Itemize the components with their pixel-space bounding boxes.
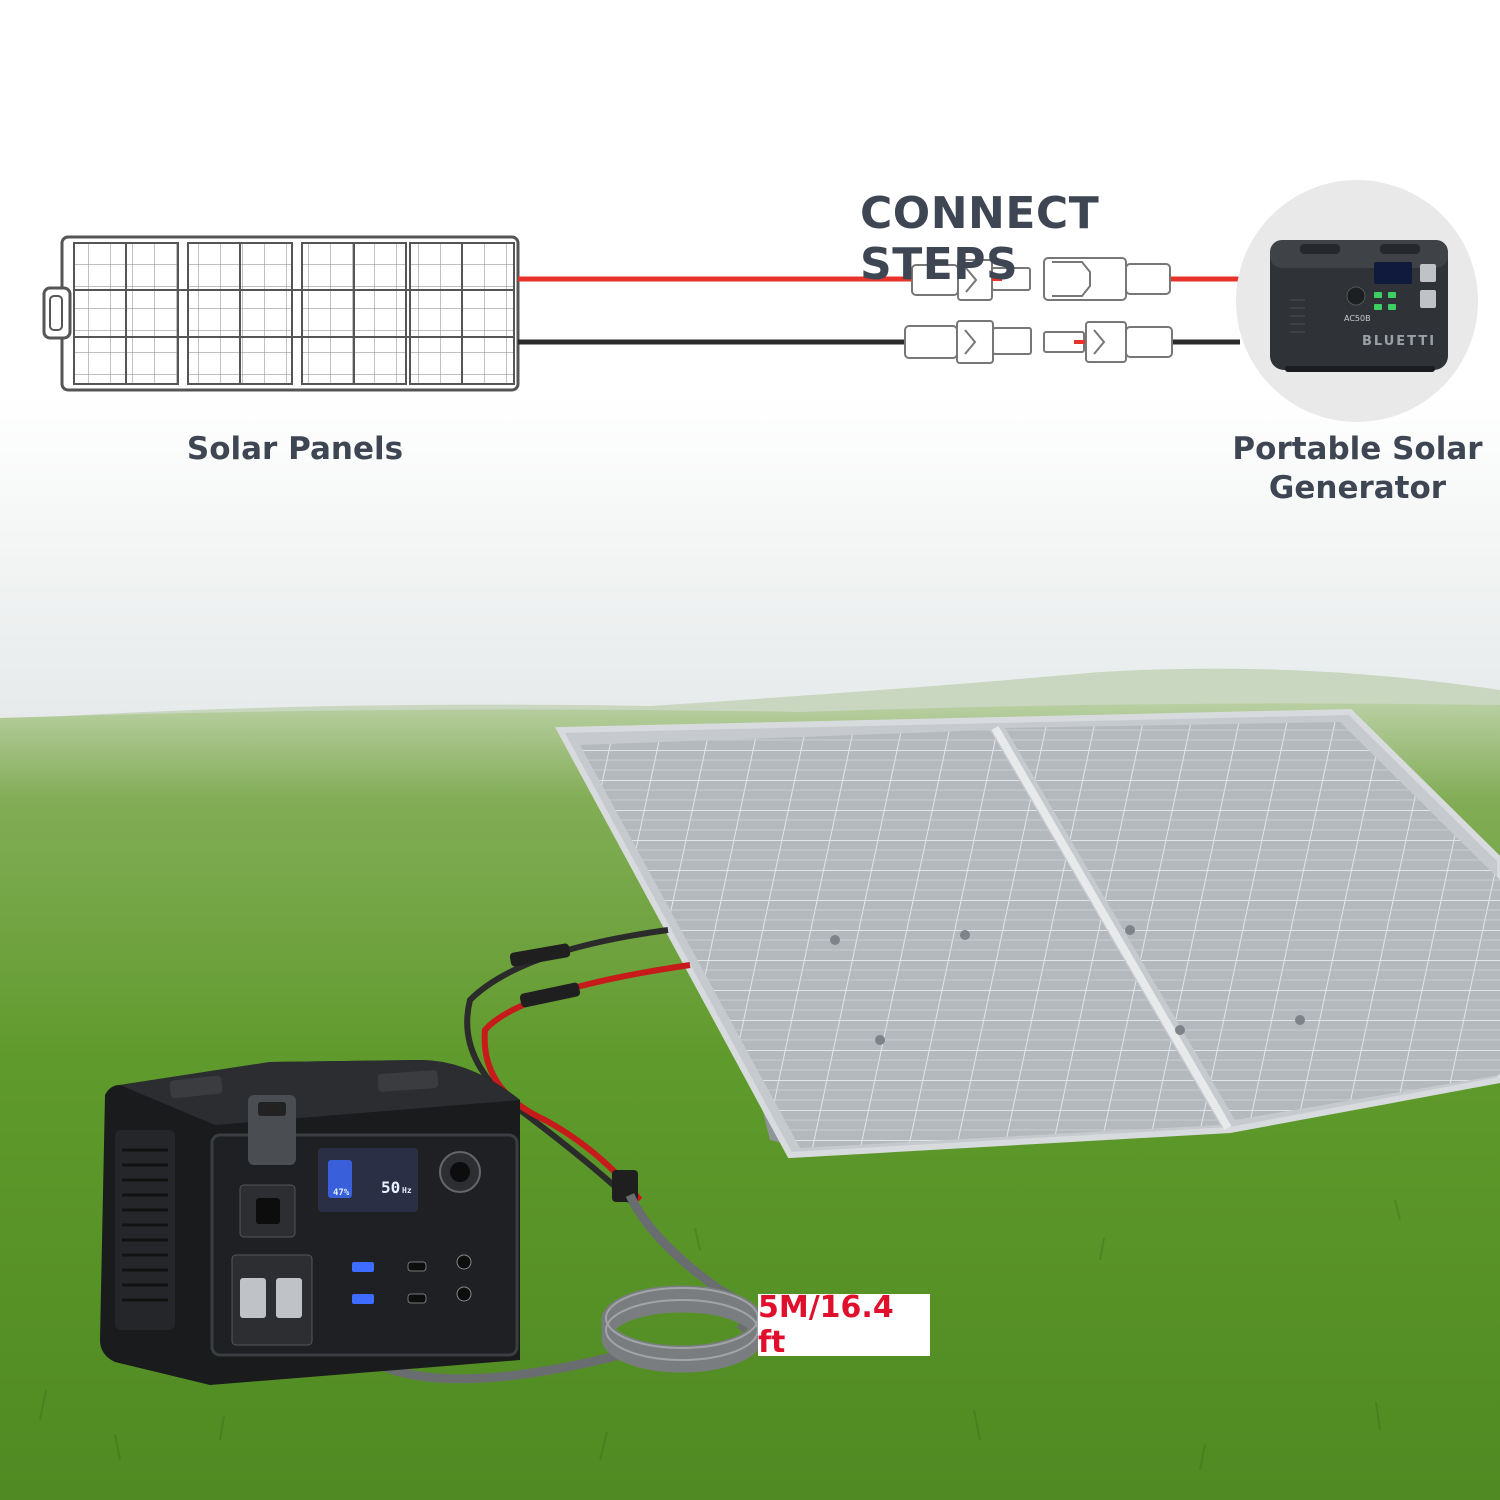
generator-brand: BLUETTI: [1362, 334, 1437, 349]
field-solar-panel: [555, 708, 1500, 1159]
solar-panel-icon: [42, 235, 520, 392]
generator-thumbnail-circle: [1236, 180, 1478, 422]
generator-label: Portable Solar Generator: [1232, 431, 1483, 506]
page-title: CONNECT STEPS: [860, 188, 1100, 290]
mc4-connector-icon: [904, 320, 1173, 364]
mc4-connector-icon: [911, 257, 1171, 301]
screen-frequency: 50: [381, 1178, 401, 1197]
screen-percent: 47%: [333, 1188, 350, 1198]
cable-length-tag: 5M/16.4 ft: [758, 1290, 930, 1360]
solar-panels-label: Solar Panels: [186, 431, 404, 467]
screen-frequency-unit: Hz: [402, 1186, 412, 1195]
generator-model: AC50B: [1344, 314, 1371, 323]
power-station-icon: [100, 1060, 520, 1385]
